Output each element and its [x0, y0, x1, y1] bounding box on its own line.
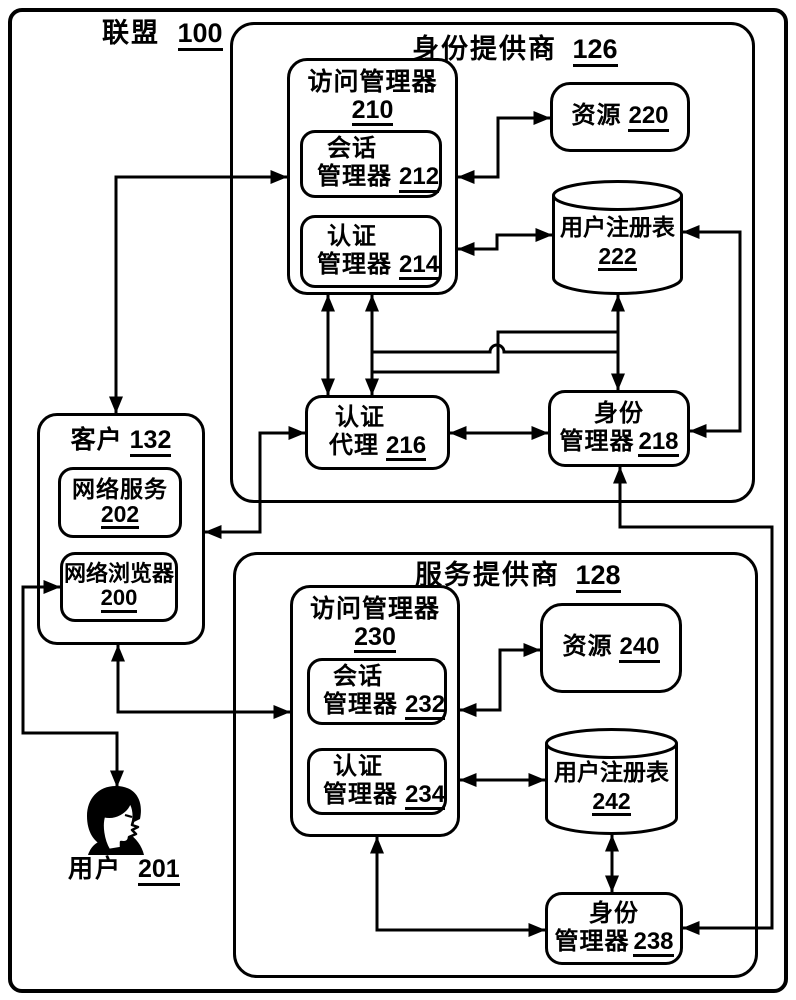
- session-manager-232-ref: 232: [405, 692, 446, 721]
- federation-label-text: 联盟: [102, 18, 160, 48]
- identity-provider-label: 身份提供商 126: [412, 27, 618, 67]
- client-132-ref: 132: [129, 427, 172, 457]
- identity-manager-238-l1: 身份: [589, 899, 639, 927]
- network-browser-200-text: 网络浏览器: [63, 561, 174, 587]
- identity-provider-label-text: 身份提供商: [412, 34, 557, 64]
- auth-proxy-216-l2: 代理: [329, 431, 379, 459]
- auth-manager-214-ref: 214: [399, 252, 440, 281]
- identity-manager-218-l1: 身份: [594, 399, 644, 427]
- user-registry-222-ref: 222: [598, 244, 637, 272]
- federation-label: 联盟 100: [102, 11, 223, 51]
- resource-240-ref: 240: [619, 634, 660, 663]
- user-icon: [82, 785, 154, 860]
- user-registry-222-text: 用户注册表: [560, 214, 675, 240]
- user-registry-242-ref: 242: [592, 789, 631, 817]
- user-registry-242-text: 用户注册表: [554, 759, 669, 785]
- access-manager-210-text: 访问管理器: [307, 68, 438, 96]
- identity-manager-238-l2: 管理器: [554, 927, 630, 955]
- auth-manager-234-ref: 234: [405, 782, 446, 811]
- auth-manager-234-l2: 管理器: [323, 780, 398, 808]
- user-201-text: 用户: [68, 855, 123, 883]
- identity-provider-label-ref: 126: [572, 35, 618, 67]
- service-provider-label-text: 服务提供商: [415, 560, 560, 590]
- service-provider-label-ref: 128: [575, 561, 621, 593]
- network-service-202: 网络服务 202: [58, 467, 182, 538]
- user-registry-222: 用户注册表 222: [552, 180, 683, 295]
- auth-manager-214-l2: 管理器: [317, 250, 392, 278]
- session-manager-232-l1: 会话: [333, 662, 383, 690]
- access-manager-230-text: 访问管理器: [309, 595, 440, 623]
- network-service-202-ref: 202: [100, 502, 140, 530]
- user-201-label: 用户 201: [68, 849, 180, 886]
- session-manager-212-l2: 管理器: [317, 163, 392, 191]
- auth-proxy-216-ref: 216: [386, 433, 427, 462]
- network-service-202-text: 网络服务: [72, 475, 168, 502]
- auth-manager-214-l1: 认证: [327, 222, 377, 250]
- identity-manager-218-l2: 管理器: [559, 427, 635, 455]
- session-manager-212-ref: 212: [399, 164, 440, 193]
- cylinder-shape-222: [552, 180, 683, 295]
- network-browser-200-ref: 200: [100, 586, 138, 613]
- federation-label-ref: 100: [177, 19, 223, 51]
- auth-proxy-216-l1: 认证: [335, 403, 385, 431]
- auth-manager-234-l1: 认证: [333, 752, 383, 780]
- resource-220-text: 资源: [571, 102, 622, 130]
- service-provider-label: 服务提供商 128: [415, 553, 621, 593]
- access-manager-210-ref: 210: [351, 97, 394, 126]
- network-browser-200: 网络浏览器 200: [60, 552, 178, 622]
- session-manager-232-l2: 管理器: [323, 690, 398, 718]
- session-manager-212-l1: 会话: [327, 135, 377, 163]
- resource-240-text: 资源: [562, 633, 613, 661]
- client-132-text: 客户: [70, 426, 123, 454]
- access-manager-230-ref: 230: [354, 624, 396, 653]
- resource-220-ref: 220: [628, 103, 669, 132]
- user-201-ref: 201: [137, 856, 180, 886]
- user-registry-242: 用户注册表 242: [545, 728, 678, 835]
- identity-manager-218-ref: 218: [638, 429, 679, 458]
- identity-manager-238-ref: 238: [633, 929, 674, 958]
